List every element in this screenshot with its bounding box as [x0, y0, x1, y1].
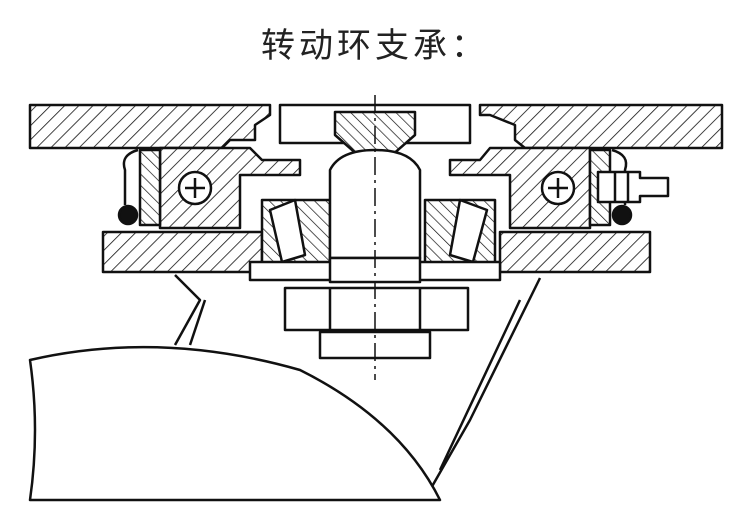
left-ball-icon	[177, 170, 213, 206]
right-ball-icon	[540, 170, 576, 206]
diagram-title: 转动环支承：	[261, 26, 489, 66]
top-plate-right	[478, 103, 724, 150]
wheel	[28, 345, 442, 502]
top-plate-left	[28, 103, 272, 150]
grease-nipple	[596, 170, 670, 204]
bottom-plate	[101, 230, 264, 274]
fork-left	[173, 274, 207, 346]
left-race	[158, 146, 302, 230]
right-seal	[611, 204, 633, 226]
fork-right	[428, 277, 542, 491]
hex-nut	[283, 286, 470, 332]
left-seal	[117, 204, 139, 226]
